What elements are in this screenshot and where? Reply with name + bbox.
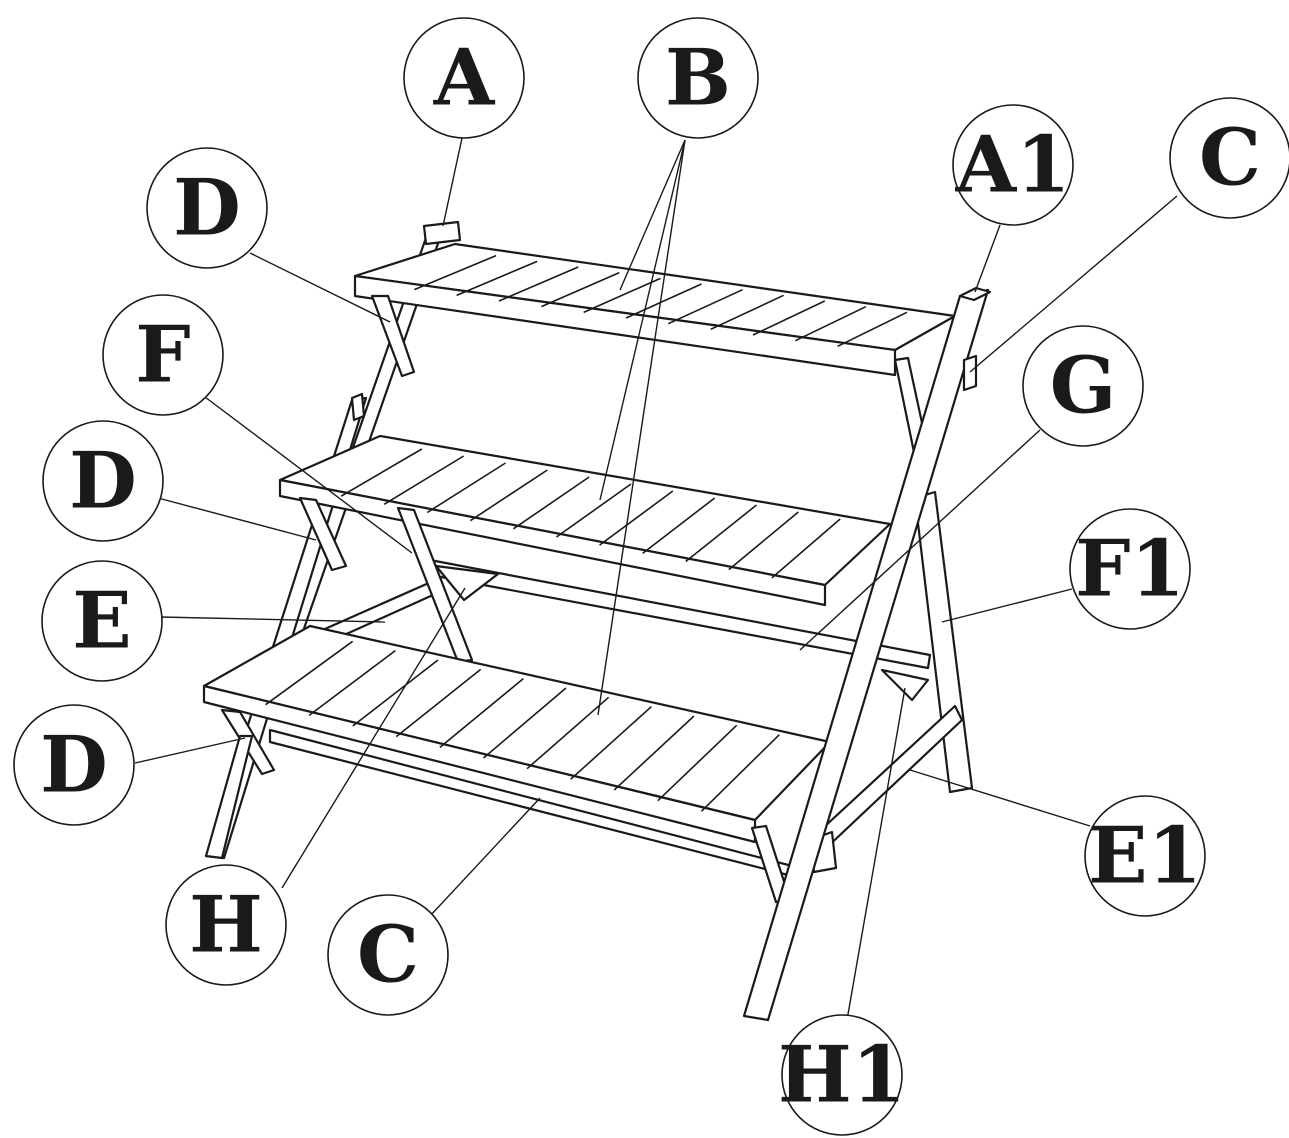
callout-a: A [403,17,525,139]
leader-h1 [846,687,906,1021]
leader-b-bottom [597,139,686,716]
top-shelf-slat [794,305,867,342]
leader-e1 [909,769,1091,827]
leader-f [204,396,413,554]
middle-shelf-slat [383,455,465,506]
callout-d-mid: D [42,420,164,542]
callout-e1: E1 [1084,795,1206,917]
middle-shelf-bracket-d [298,496,348,572]
callout-d-top-label: D [173,163,241,254]
callout-c-bottom-label: C [357,910,419,1001]
callout-h-label: H [189,880,263,971]
callout-c-top: C [1169,97,1289,219]
callout-h1: H1 [778,1014,906,1136]
callout-a1-label: A1 [955,120,1071,211]
top-shelf-slat [583,277,661,314]
leader-c-bottom [429,797,541,917]
bottom-shelf [202,624,832,844]
bottom-shelf-slat [657,724,738,802]
front-right-leg-a1 [742,286,992,1022]
bottom-shelf-slat [265,640,354,706]
callout-g-label: G [1050,341,1117,432]
middle-shelf-slat [426,462,506,514]
top-shelf-slat [498,266,579,302]
middle-shelf-bracket-f [396,506,474,664]
leader-d-top [249,252,391,323]
callout-d-bottom-label: D [40,720,108,811]
bottom-shelf-slat [482,687,567,759]
bottom-shelf-slat [570,706,652,780]
leader-g [799,429,1041,651]
top-shelf-slat [625,283,702,319]
middle-shelf [278,434,892,607]
bottom-shelf-slat [352,659,439,727]
middle-shelf-slat [556,483,632,538]
callout-a1: A1 [952,104,1074,226]
bottom-shelf-bracket-d [204,708,276,860]
callout-f1-label: F1 [1075,524,1185,615]
callout-a-label: A [433,33,496,124]
callout-b-label: B [665,33,731,124]
top-shelf-slat [668,288,743,325]
callout-e-label: E [72,576,131,667]
callout-e1-label: E1 [1088,811,1202,902]
top-shelf-bracket-d [370,294,416,378]
top-shelf-slat [541,271,620,308]
callout-f: F [102,294,224,416]
middle-shelf-slat [771,518,841,579]
bottom-shelf-slat [308,650,396,716]
bottom-shelf-slat [526,696,610,770]
leader-b-top [619,139,686,291]
middle-shelf-slat [642,497,716,554]
middle-shelf-slat [728,511,799,571]
bottom-shelf-slat [700,734,780,812]
leader-d-bottom [134,737,246,764]
leader-d-mid [157,497,317,541]
callout-c-bottom: C [327,894,449,1016]
leader-lines [134,137,1178,1021]
callout-f1: F1 [1069,508,1191,630]
callout-d-top: D [146,147,268,269]
bottom-shelf-slat [395,668,482,738]
top-shelf-slat [414,254,497,291]
top-shelf-slat [752,300,826,336]
middle-shelf-slat [599,490,674,546]
top-shelf-slat [710,294,785,331]
middle-shelf-slat [469,469,548,522]
leader-c-top [969,195,1178,373]
leader-a1 [974,224,1001,293]
leader-b-mid [599,139,686,501]
leader-a [442,137,463,227]
bottom-corner-bracket-h1 [880,668,930,702]
middle-shelf-corner-bracket-h [434,564,500,602]
callout-d-bottom: D [13,704,135,826]
middle-shelf-slat [512,476,590,530]
bottom-shelf-slat [439,678,524,748]
leader-f1 [941,588,1073,623]
callout-c-top-label: C [1199,113,1261,204]
middle-shelf-slat [340,448,423,497]
top-shelf-slat [837,311,908,348]
callout-b: B [637,17,759,139]
leader-h [281,587,466,889]
leader-e [159,616,386,623]
callout-f-label: F [135,310,190,401]
callout-g: G [1022,325,1144,447]
top-shelf [353,242,957,377]
callout-e: E [41,560,163,682]
callout-h: H [165,864,287,986]
callout-h1-label: H1 [778,1030,906,1121]
callout-d-mid-label: D [69,436,137,527]
top-shelf-slat [456,260,538,297]
middle-shelf-slat [685,504,757,563]
bottom-shelf-slat [613,715,695,791]
